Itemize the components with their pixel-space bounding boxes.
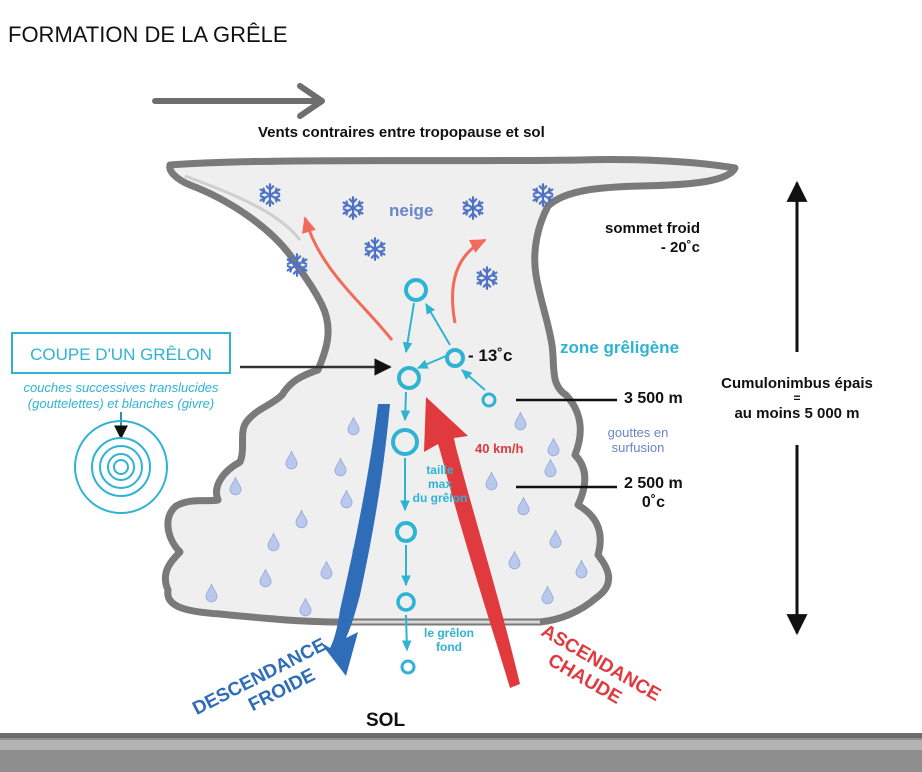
page-title: FORMATION DE LA GRÊLE — [8, 22, 288, 47]
wind-label: Vents contraires entre tropopause et sol — [258, 124, 545, 141]
fond-line2: fond — [436, 640, 462, 654]
taille-line1: taille — [426, 463, 454, 477]
updraft-left-arrow — [302, 216, 394, 341]
ascendance-label: ASCENDANCE CHAUDE — [537, 621, 664, 709]
cumulo-line3: au moins 5 000 m — [734, 405, 859, 422]
downdraft-arrow — [320, 404, 390, 676]
ground — [0, 733, 922, 772]
cumulonimbus-cloud — [161, 155, 739, 626]
coupe-desc-line1: couches successives translucides — [23, 380, 219, 395]
hailstone — [397, 366, 421, 390]
hailstone — [445, 348, 465, 368]
coupe-desc-line2: (gouttelettes) et blanches (givre) — [28, 396, 214, 411]
speed-label: 40 km/h — [475, 441, 523, 456]
neige-label: neige — [389, 201, 433, 220]
cumulo-line2: = — [793, 391, 800, 405]
cumulo-line1: Cumulonimbus épais — [721, 375, 873, 392]
hailstone — [400, 659, 416, 675]
sommet-line2: - 20˚c — [661, 239, 700, 256]
zero-degree-label: 0˚c — [642, 494, 665, 511]
fond-line1: le grêlon — [424, 626, 474, 640]
descendance-label: DESCENDANCE FROIDE — [189, 634, 329, 719]
taille-line2: max — [428, 477, 452, 491]
altitude-2500-label: 2 500 m — [624, 475, 683, 492]
hailstone — [481, 392, 497, 408]
hail-trajectory — [391, 278, 497, 675]
temp-13-label: - 13˚c — [468, 346, 512, 365]
altitude-3500-label: 3 500 m — [624, 390, 683, 407]
wind-arrow-icon — [152, 83, 325, 119]
coupe-title: COUPE D'UN GRÊLON — [30, 345, 212, 364]
gouttes-line1: gouttes en — [608, 425, 669, 440]
hailstone — [395, 521, 417, 543]
updraft-arrow — [424, 397, 520, 688]
gouttes-line2: surfusion — [612, 440, 665, 455]
coupe-box — [11, 332, 231, 374]
taille-line3: du grêlon — [413, 491, 468, 505]
hailstone — [391, 428, 419, 456]
sommet-line1: sommet froid — [605, 220, 700, 237]
hailstone — [404, 278, 428, 302]
hailstone-section-icon — [74, 420, 168, 514]
zone-grelig-label: zone grêligène — [560, 338, 679, 357]
sol-label: SOL — [366, 710, 405, 731]
updraft-right-arrow — [451, 238, 487, 324]
hailstone — [396, 592, 416, 612]
